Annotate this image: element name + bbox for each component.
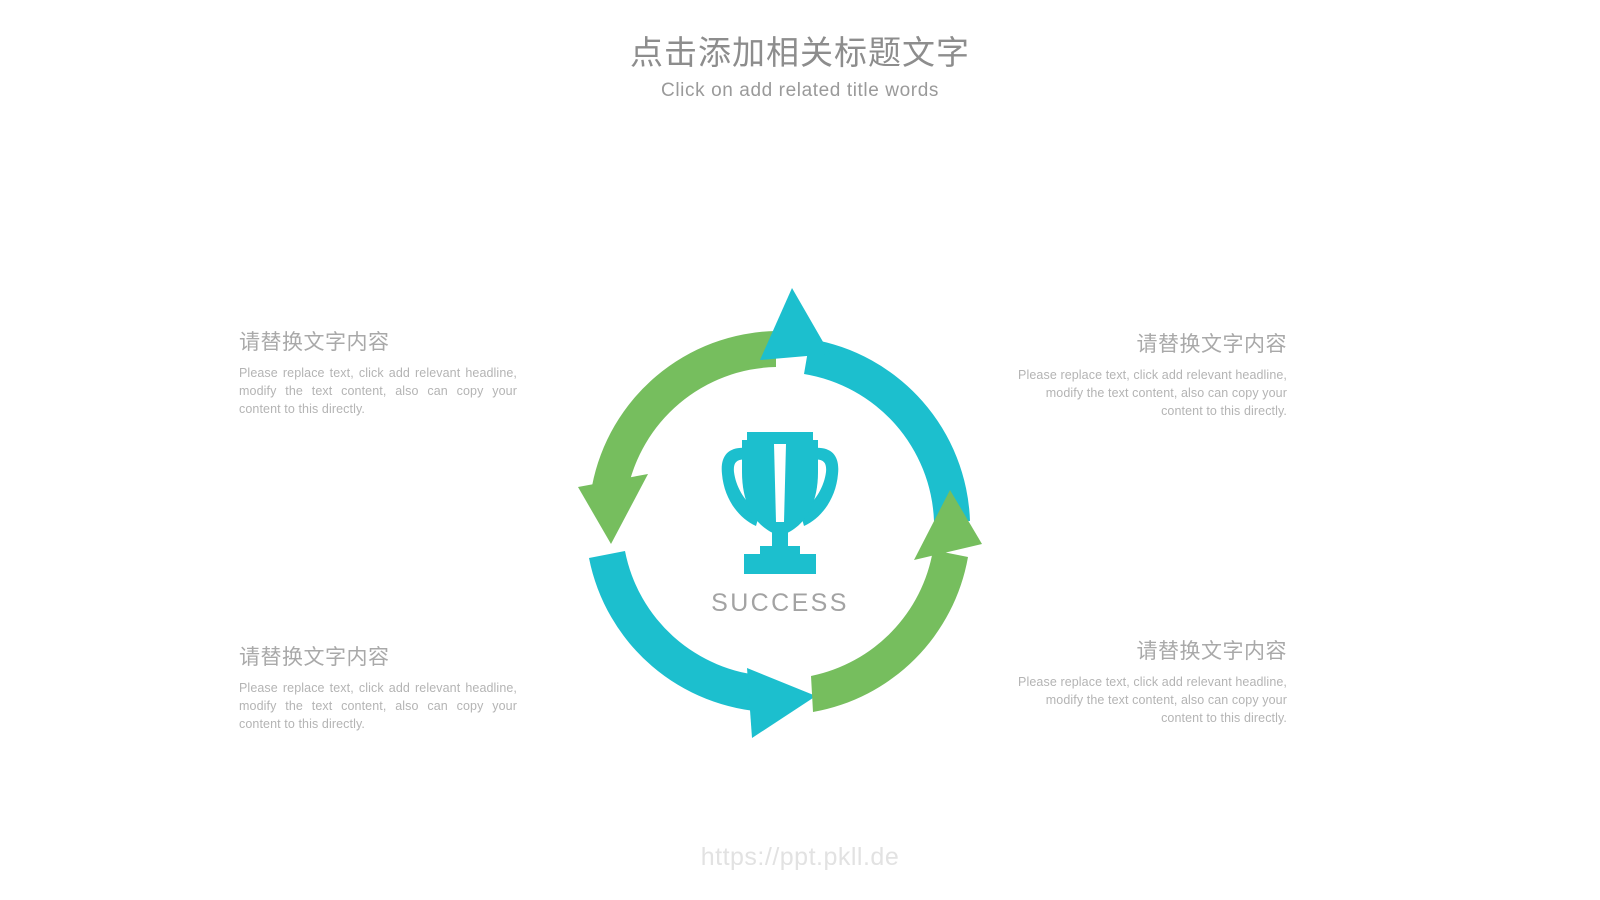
arrow-bottom-right[interactable] (811, 490, 982, 712)
text-block-top-right[interactable]: 请替换文字内容 Please replace text, click add r… (1009, 330, 1287, 421)
text-block-heading: 请替换文字内容 (1136, 640, 1287, 663)
cycle-diagram: SUCCESS (520, 262, 1040, 782)
text-block-body: Please replace text, click add relevant … (1018, 368, 1287, 419)
slide-header: 点击添加相关标题文字 Click on add related title wo… (0, 30, 1600, 105)
cycle-arrows-graphic (578, 288, 982, 738)
page-title: 点击添加相关标题文字 (630, 34, 970, 71)
page-subtitle: Click on add related title words (661, 80, 939, 101)
text-block-heading: 请替换文字内容 (239, 646, 390, 669)
text-block-body: Please replace text, click add relevant … (1018, 675, 1287, 726)
text-block-top-left[interactable]: 请替换文字内容 Please replace text, click add r… (239, 328, 517, 419)
text-block-body: Please replace text, click add relevant … (239, 366, 517, 417)
arrow-top-left[interactable] (578, 331, 776, 544)
text-block-bottom-left[interactable]: 请替换文字内容 Please replace text, click add r… (239, 643, 517, 734)
footer-url[interactable]: https://ppt.pkll.de (700, 843, 900, 871)
text-block-bottom-right[interactable]: 请替换文字内容 Please replace text, click add r… (1009, 637, 1287, 728)
arrow-top-right[interactable] (760, 288, 970, 521)
text-block-heading: 请替换文字内容 (239, 331, 390, 354)
text-block-heading: 请替换文字内容 (1136, 333, 1287, 356)
arrow-bottom-left[interactable] (589, 551, 816, 738)
text-block-body: Please replace text, click add relevant … (239, 681, 517, 732)
